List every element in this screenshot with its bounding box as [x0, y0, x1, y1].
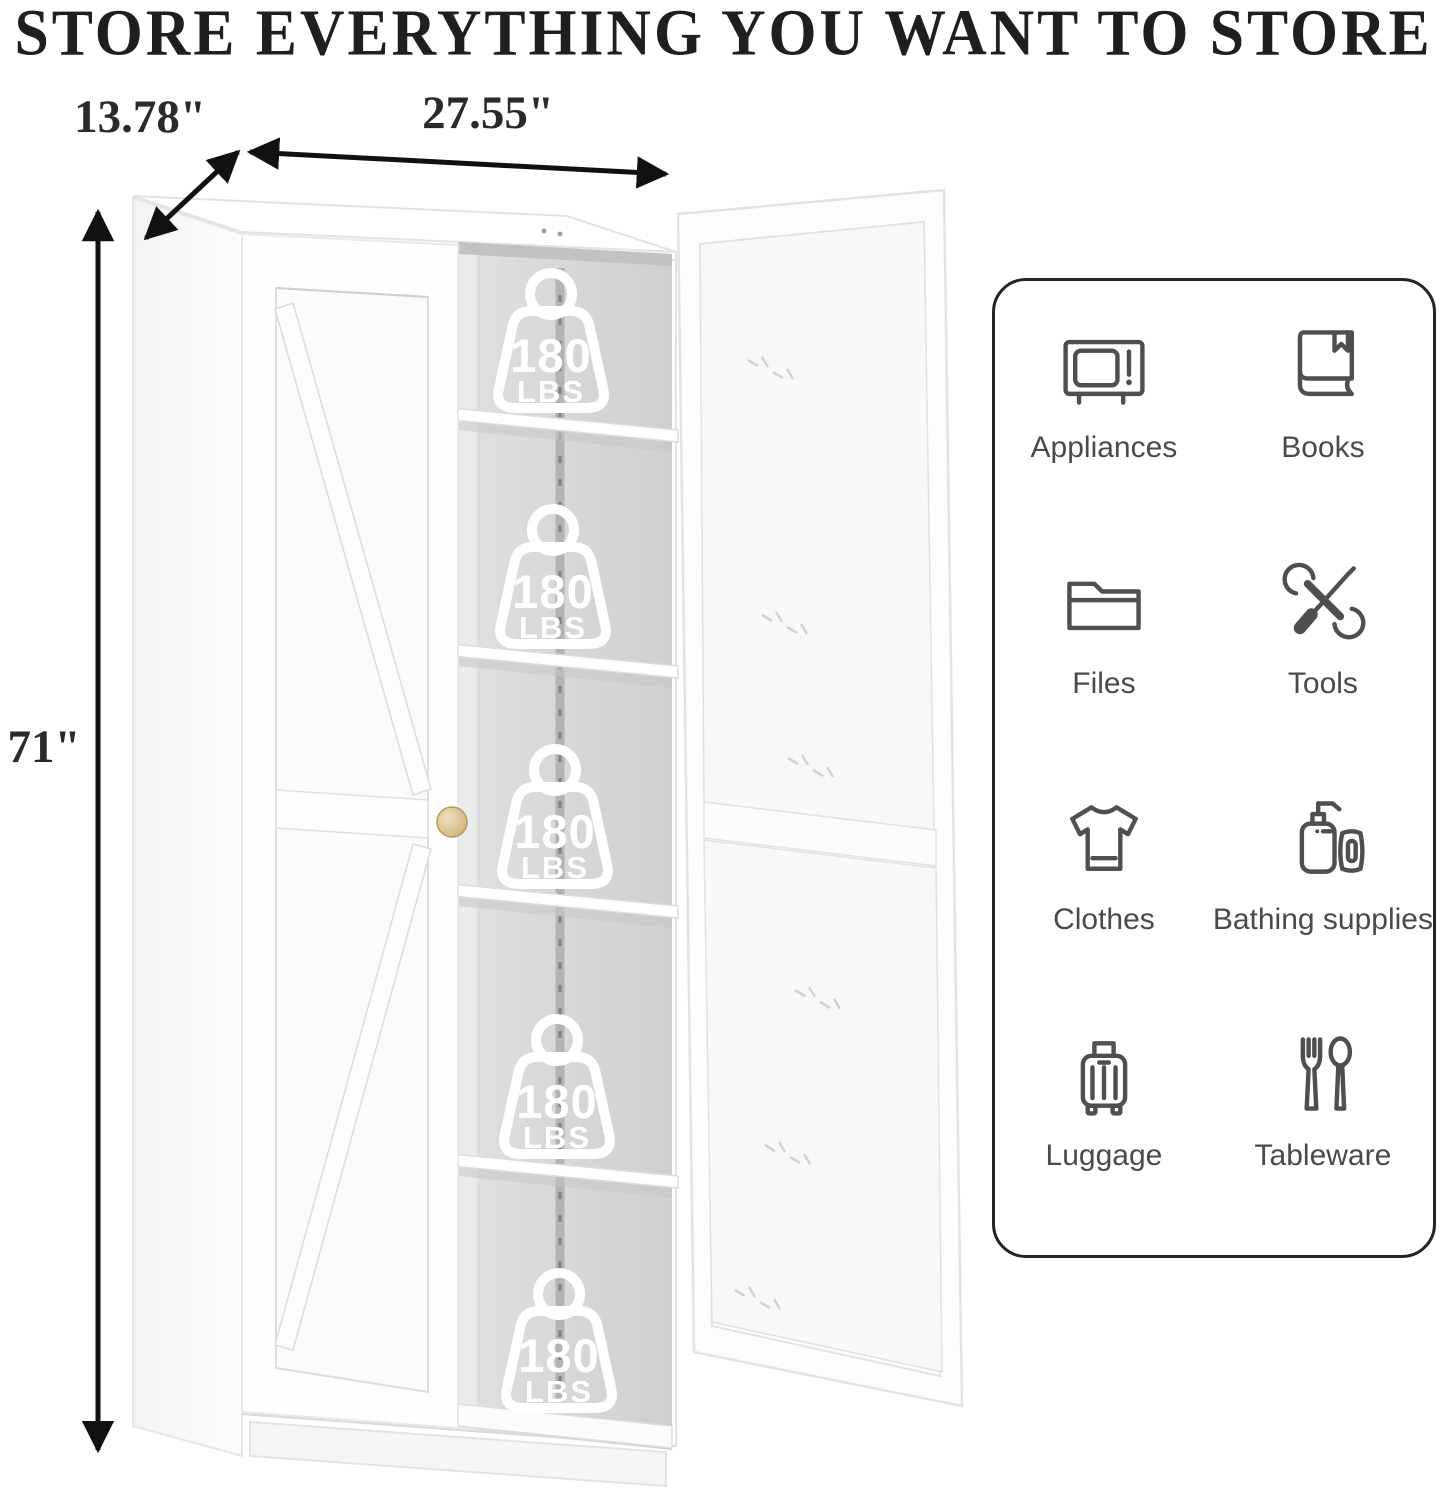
tshirt-icon — [1070, 805, 1138, 871]
suitcase-icon — [1080, 1041, 1128, 1116]
interior-left-wall — [458, 242, 477, 1429]
capacity-unit: LBS — [525, 1374, 593, 1409]
storage-item-label: Bathing supplies — [1212, 903, 1433, 936]
capacity-unit: LBS — [523, 1120, 591, 1155]
height-dimension-label: 71" — [7, 721, 80, 773]
dimension-arrow-depth — [143, 149, 241, 241]
book-icon — [1297, 330, 1354, 397]
capacity-value: 180 — [516, 1075, 597, 1128]
left-door-diagonal-brace — [274, 302, 432, 796]
right-door-lower-panel — [703, 839, 943, 1373]
storage-item-label: Tableware — [1254, 1139, 1392, 1172]
interior-shelves — [451, 407, 679, 1449]
weight-badge-icon: 180 LBS — [497, 744, 613, 889]
storage-item-tools: Tools — [1213, 555, 1433, 791]
storage-item-tableware: Tableware — [1213, 1027, 1433, 1263]
left-door — [241, 232, 468, 1430]
right-door-rail — [703, 801, 937, 867]
weight-badge-icon: 180 LBS — [495, 504, 611, 649]
left-door-panel — [275, 286, 429, 1394]
capacity-unit: LBS — [517, 374, 585, 409]
dimension-annotations: 13.78" 27.55" 71" — [7, 87, 670, 1454]
soap-bottle-icon — [1299, 801, 1365, 874]
storage-item-label: Books — [1281, 431, 1365, 464]
shelf-capacity-badges: 180 LBS 180 LBS 180 LBS — [493, 268, 617, 1413]
depth-dimension-label: 13.78" — [74, 91, 206, 143]
cutlery-icon — [1300, 1036, 1353, 1111]
storage-item-label: Tools — [1287, 667, 1358, 700]
right-door-upper-panel — [699, 221, 935, 831]
cabinet-interior: 180 LBS 180 LBS 180 LBS — [451, 228, 679, 1450]
storage-item-label: Luggage — [1045, 1139, 1163, 1172]
capacity-unit: LBS — [519, 610, 587, 645]
capacity-unit: LBS — [521, 850, 589, 885]
weight-badge-icon: 180 LBS — [501, 1268, 617, 1413]
dimension-arrow-width — [246, 137, 670, 189]
capacity-value: 180 — [510, 329, 591, 382]
storage-item-luggage: Luggage — [995, 1027, 1213, 1263]
weight-badge-icon: 180 LBS — [493, 268, 609, 413]
open-right-door — [676, 188, 964, 1408]
cabinet-side-panel — [132, 196, 243, 1458]
capacity-value: 180 — [518, 1329, 599, 1382]
storage-item-clothes: Clothes — [995, 791, 1213, 1027]
storage-ideas-panel: Appliances Books Files — [992, 278, 1436, 1258]
storage-item-label: Clothes — [1053, 903, 1155, 936]
left-door-rail — [275, 789, 429, 839]
storage-item-bathing-supplies: Bathing supplies — [1213, 791, 1433, 1027]
page-title: STORE EVERYTHING YOU WANT TO STORE — [14, 0, 1433, 70]
folder-icon — [1067, 581, 1141, 631]
shelf-clip-marks — [734, 356, 842, 1310]
tools-icon — [1282, 562, 1366, 640]
width-dimension-label: 27.55" — [422, 87, 554, 139]
left-door-diagonal-brace — [274, 843, 432, 1351]
interior-ceiling — [458, 242, 672, 266]
door-knob — [436, 806, 468, 838]
capacity-value: 180 — [512, 565, 593, 618]
storage-item-label: Appliances — [1030, 431, 1178, 464]
storage-item-books: Books — [1213, 319, 1433, 555]
cabinet-base — [249, 1420, 667, 1488]
storage-item-appliances: Appliances — [995, 319, 1213, 555]
cabinet: 180 LBS 180 LBS 180 LBS — [132, 188, 964, 1488]
storage-item-label: Files — [1072, 667, 1136, 700]
storage-item-files: Files — [995, 555, 1213, 791]
capacity-value: 180 — [514, 805, 595, 858]
weight-badge-icon: 180 LBS — [499, 1014, 615, 1159]
microwave-icon — [1063, 339, 1145, 405]
